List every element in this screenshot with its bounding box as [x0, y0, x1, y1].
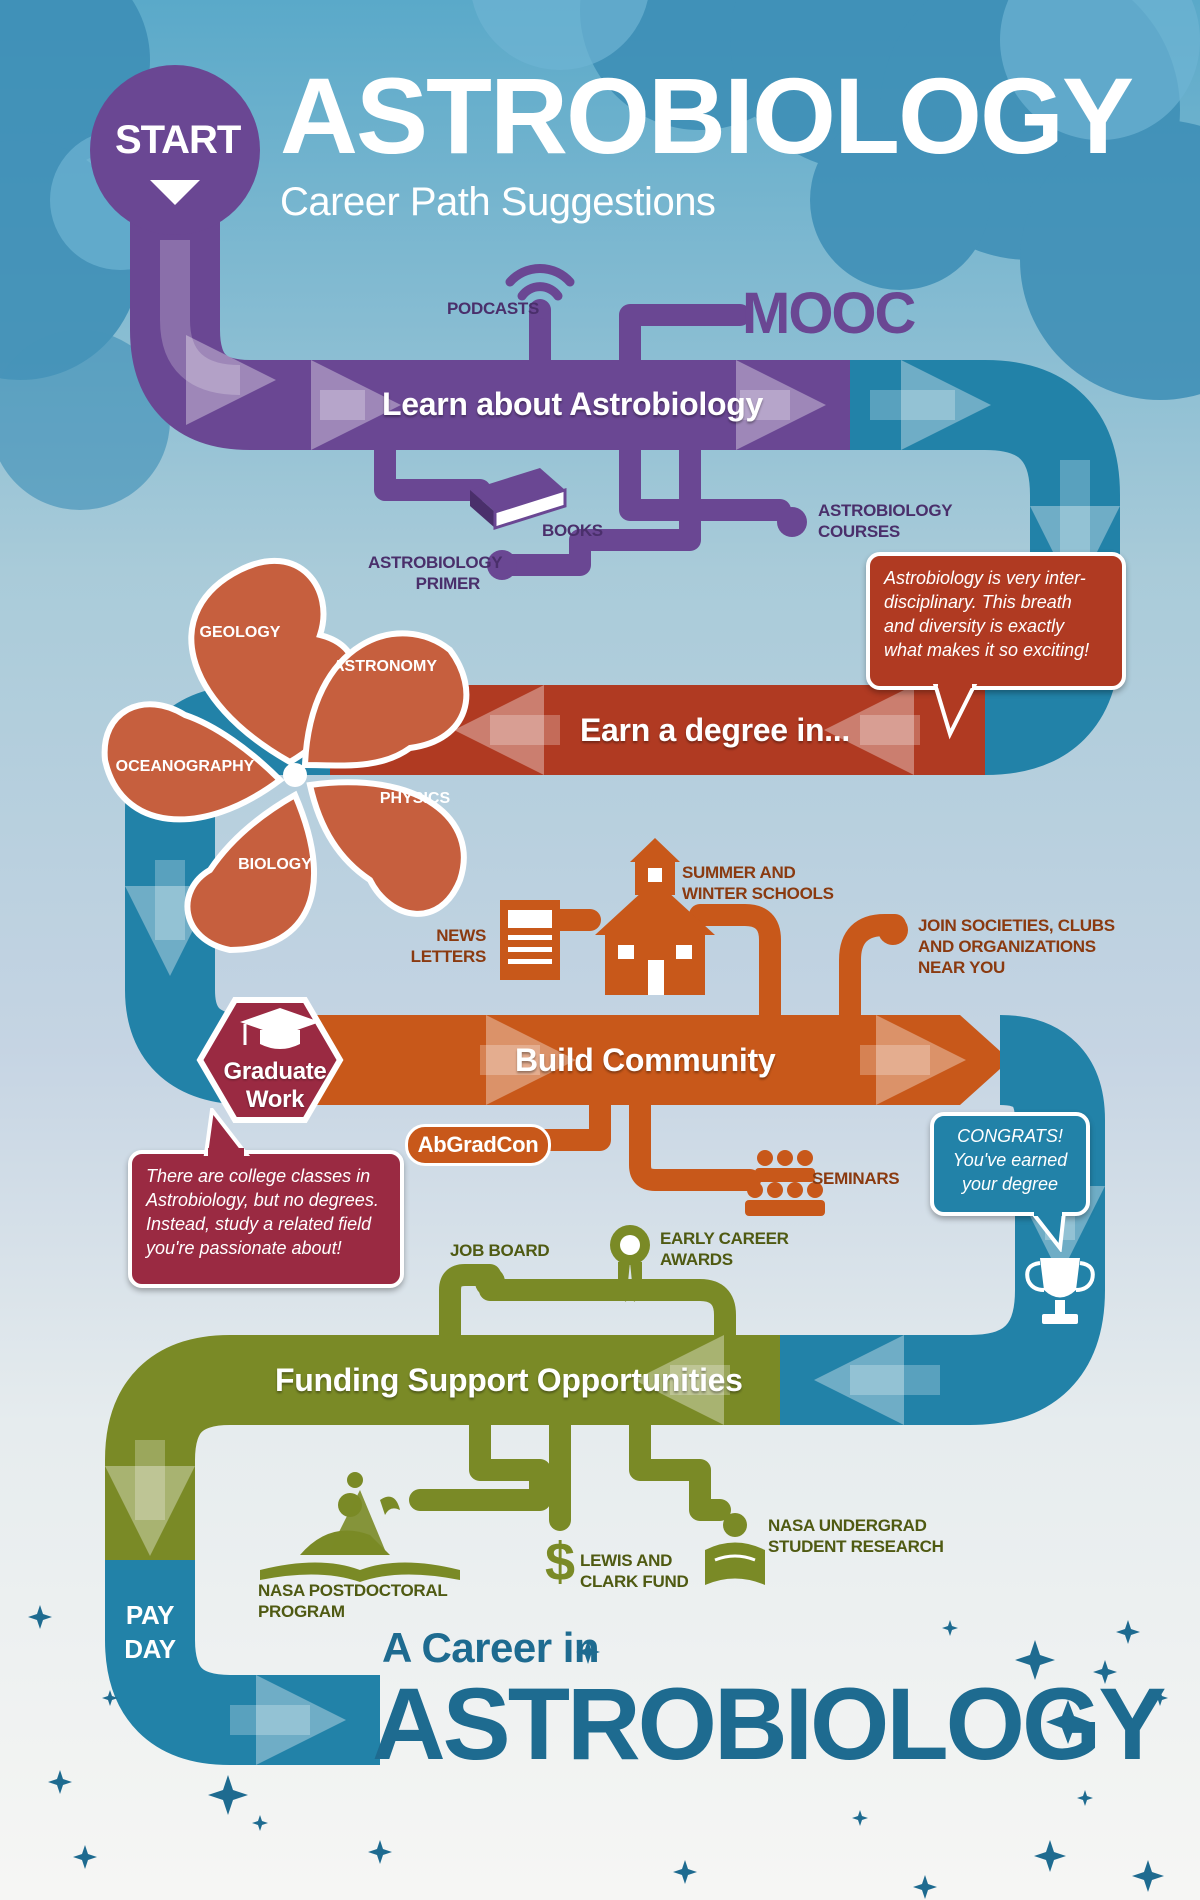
seminars-label: SEMINARS [812, 1169, 900, 1188]
podcast-icon [505, 264, 575, 301]
bubble-tail [932, 684, 978, 740]
learn-branches [374, 299, 791, 576]
start-circle [90, 65, 260, 235]
final-pipe [105, 1560, 380, 1765]
books-label: BOOKS [542, 521, 603, 540]
school-icon [595, 838, 715, 995]
community-title: Build Community [515, 1042, 776, 1078]
funding-title: Funding Support Opportunities [275, 1362, 743, 1398]
start-pipe-arrow [160, 240, 276, 425]
seminar-icon [745, 1150, 825, 1216]
graduate-hexagon [196, 997, 344, 1123]
congrats-bubble-tail [1030, 1212, 1067, 1252]
field-geology: GEOLOGY [199, 624, 281, 641]
footer-line1: A Career in [382, 1624, 600, 1671]
field-astronomy: ASTRONOMY [333, 658, 437, 675]
classes-bubble: There are college classes in Astrobiolog… [128, 1150, 404, 1288]
mooc-label: MOOC [742, 281, 916, 346]
award-ribbon-icon [610, 1225, 650, 1302]
job-board-label: JOB BOARD [450, 1241, 550, 1260]
field-oceanography: OCEANOGRAPHY [115, 758, 255, 775]
job-board-dot [475, 1267, 505, 1297]
page-title: ASTROBIOLOGY [280, 55, 1134, 176]
field-physics: PHYSICS [379, 790, 451, 807]
classes-bubble-tail [203, 1108, 251, 1156]
stars [28, 1605, 1168, 1899]
field-biology: BIOLOGY [238, 856, 312, 873]
start-label: START [115, 118, 241, 162]
degree-title: Earn a degree in... [580, 712, 850, 748]
degree-pinwheel [101, 557, 470, 954]
footer-title: ASTROBIOLOGY [372, 1667, 1166, 1781]
interdisciplinary-bubble: Astrobiology is very inter- disciplinary… [866, 552, 1126, 690]
postdoc-icon [260, 1472, 460, 1582]
courses-dot [777, 507, 807, 537]
learn-title: Learn about Astrobiology [382, 386, 763, 422]
graduation-cap-icon [240, 1008, 320, 1049]
student-reading-icon [705, 1513, 765, 1585]
trophy-icon [1025, 1258, 1095, 1324]
podcasts-label: PODCASTS [447, 299, 540, 318]
newsletter-icon [500, 900, 560, 980]
page-subtitle: Career Path Suggestions [280, 180, 716, 224]
primer-dot [487, 550, 517, 580]
societies-dot [878, 915, 908, 945]
abgradcon-badge: AbGradCon [405, 1124, 551, 1166]
congrats-bubble: CONGRATS! You've earned your degree [930, 1112, 1090, 1216]
funding-branches [409, 1264, 736, 1531]
dollar-icon: $ [545, 1532, 575, 1592]
books-icon [470, 468, 567, 531]
